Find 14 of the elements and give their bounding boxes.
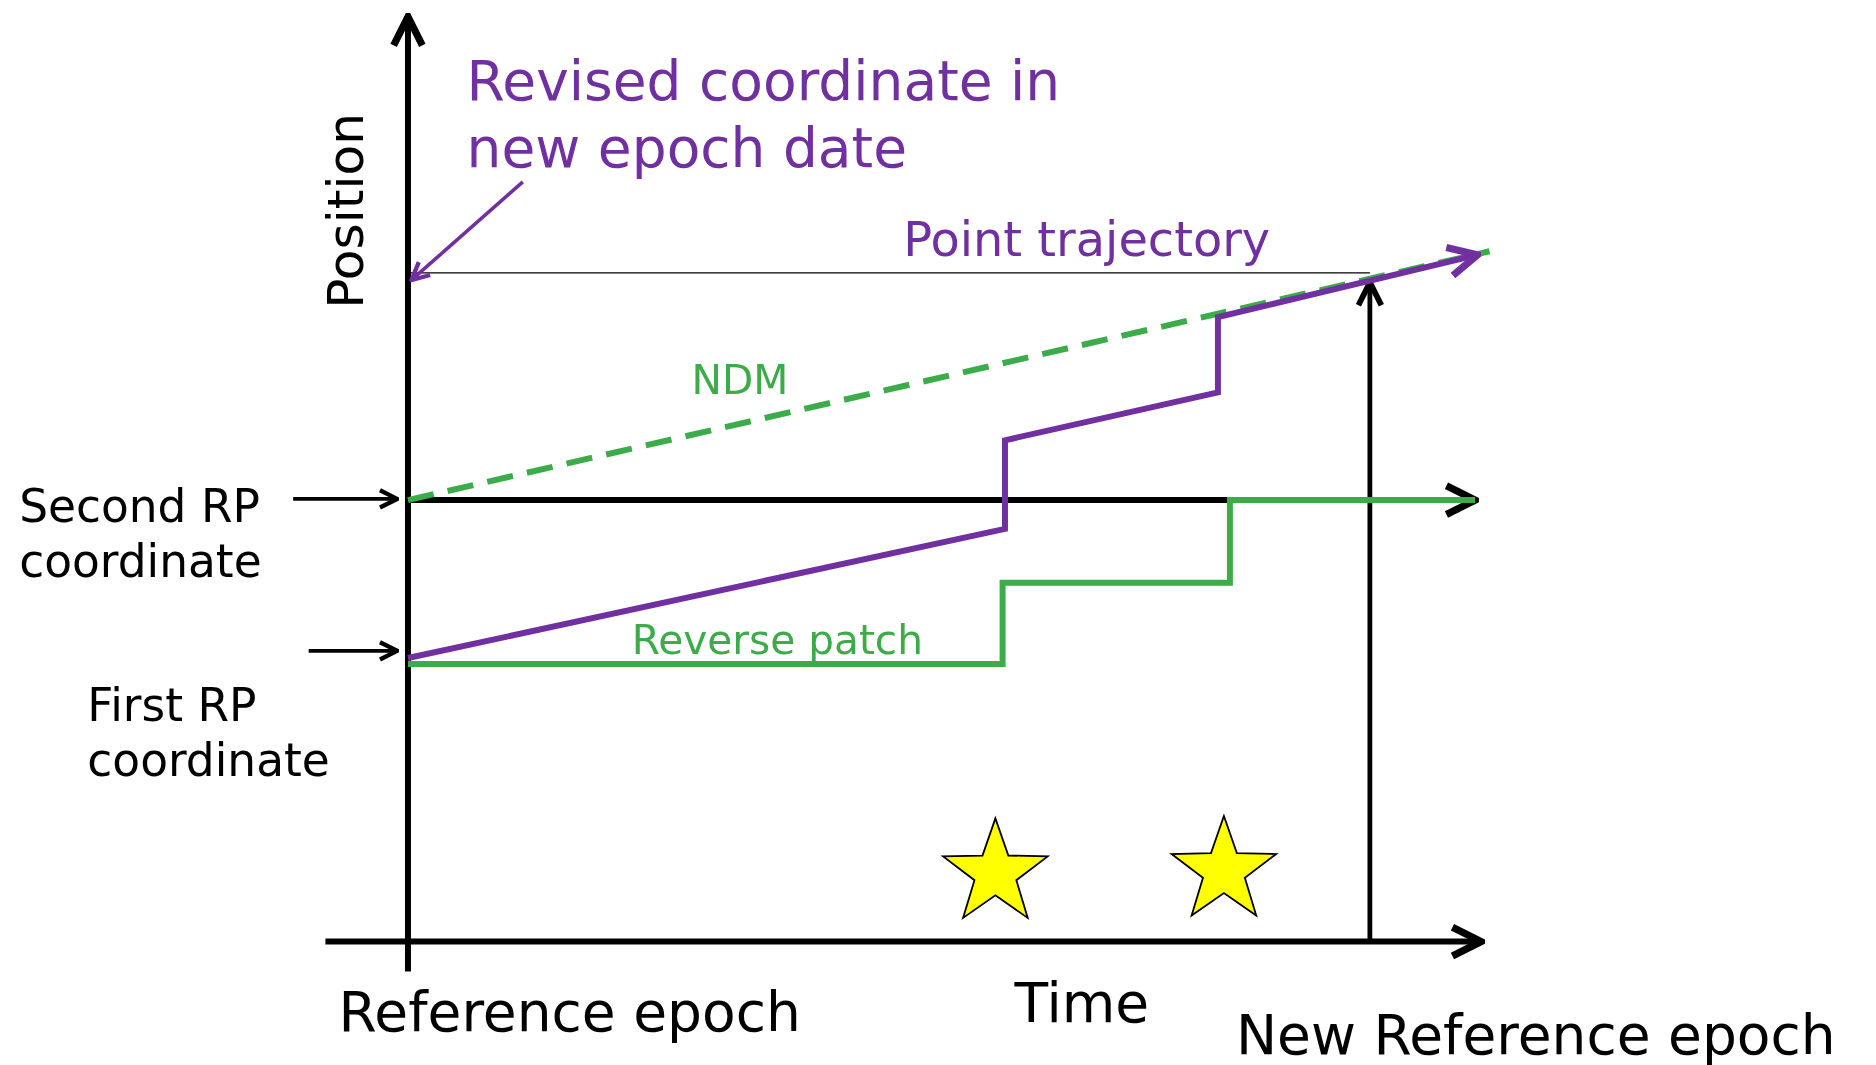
line-label: NDM xyxy=(691,355,789,405)
star-icon xyxy=(940,815,1051,921)
arrow xyxy=(293,488,400,510)
leader-line xyxy=(409,180,524,283)
axis-label: Reference epoch xyxy=(338,978,801,1046)
star-icon xyxy=(1169,813,1279,918)
arrow xyxy=(308,640,400,662)
line-label: Point trajectory xyxy=(903,210,1271,269)
axis-title: Time xyxy=(1014,969,1150,1037)
callout-text: Revised coordinate in new epoch date xyxy=(466,47,1113,183)
axis-annotation: Second RP coordinate xyxy=(19,478,301,590)
line-label: Reverse patch xyxy=(631,616,923,666)
axis-annotation: First RP coordinate xyxy=(87,678,375,790)
axis-title: Position xyxy=(314,113,376,309)
